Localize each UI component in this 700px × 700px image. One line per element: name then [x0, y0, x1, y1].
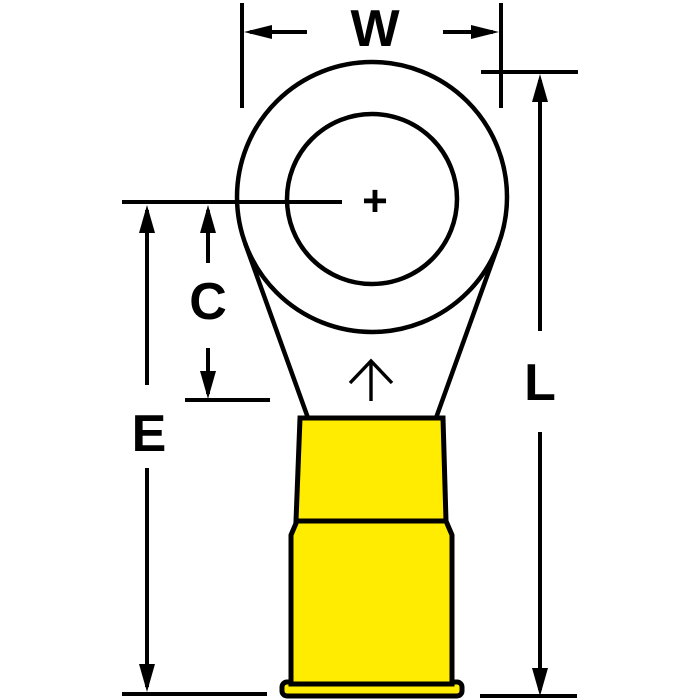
l-arrowhead-bottom-icon	[532, 668, 548, 696]
e-dim-label: E	[132, 405, 167, 463]
dimension-c: C	[185, 205, 270, 402]
w-arrowhead-left-icon	[244, 25, 272, 39]
insulation-barrel-lower	[288, 518, 455, 687]
l-dim-label: L	[524, 354, 556, 412]
insulation-barrel-upper	[293, 415, 449, 524]
ring-terminal: +	[122, 59, 510, 699]
up-arrow-icon	[348, 358, 394, 401]
w-arrowhead-right-icon	[471, 25, 499, 39]
ring-outer-circle	[234, 59, 510, 335]
stud-hole-circle	[284, 111, 460, 287]
c-dim-label: C	[189, 273, 227, 331]
dimension-l: L	[480, 70, 578, 698]
tang-taper-right	[433, 242, 502, 419]
dimension-e: E	[122, 205, 267, 696]
hole-center-mark: +	[362, 177, 388, 226]
c-arrowhead-bottom-icon	[200, 371, 216, 399]
dimension-w: W	[240, 0, 503, 108]
tang-taper-left	[242, 242, 311, 419]
e-arrowhead-bottom-icon	[139, 664, 155, 692]
w-dim-label: W	[350, 0, 400, 58]
